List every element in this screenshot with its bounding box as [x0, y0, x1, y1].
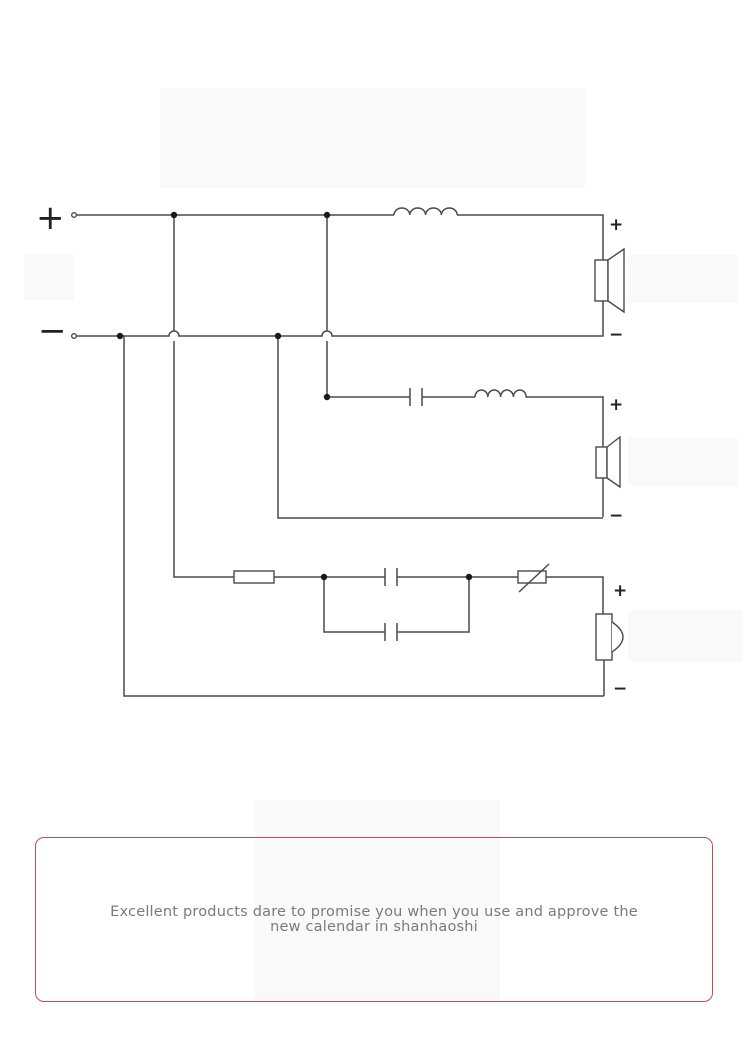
watermark-left — [24, 254, 74, 300]
speaker-2-plus: + — [609, 395, 623, 415]
branch3-return-wire — [120, 335, 604, 697]
capacitor-c3 — [323, 577, 470, 641]
junction-nodes — [116, 211, 473, 581]
positive-rail — [76, 214, 604, 226]
input-negative-terminal — [70, 333, 77, 340]
caption-text: Excellent products dare to promise you w… — [110, 903, 638, 935]
speaker-1 — [594, 226, 625, 326]
speaker-2-minus: − — [609, 506, 623, 526]
inductor-tweeter-l1 — [393, 207, 458, 216]
caption-box: Excellent products dare to promise you w… — [35, 837, 713, 1002]
speaker-1-plus: + — [609, 215, 623, 235]
watermark-top — [160, 88, 585, 188]
negative-rail — [76, 326, 604, 337]
speaker-3-plus: + — [613, 581, 627, 601]
speaker-1-minus: − — [609, 325, 623, 345]
input-positive-terminal — [70, 211, 77, 218]
speaker-2 — [595, 435, 621, 517]
mid-return-wire — [277, 336, 603, 519]
inductor-mid-l2 — [474, 389, 604, 448]
speaker-3-minus: − — [613, 679, 627, 699]
watermark-right-3 — [628, 610, 743, 662]
crossover-schematic: + − + − + − + — [36, 198, 627, 699]
mid-feed-wire — [326, 215, 410, 398]
watermark-right-1 — [628, 255, 738, 303]
capacitor-c2 — [384, 568, 518, 586]
input-negative-label: − — [38, 311, 67, 351]
watermark-right-2 — [628, 438, 738, 486]
capacitor-mid-c1 — [409, 388, 475, 406]
resistor-r1 — [233, 570, 275, 584]
speaker-3 — [595, 613, 624, 696]
branch3-feed-wire — [173, 215, 234, 578]
watermark-bottom — [255, 800, 500, 1000]
thermistor-ptc — [517, 563, 604, 614]
input-positive-label: + — [36, 198, 65, 238]
